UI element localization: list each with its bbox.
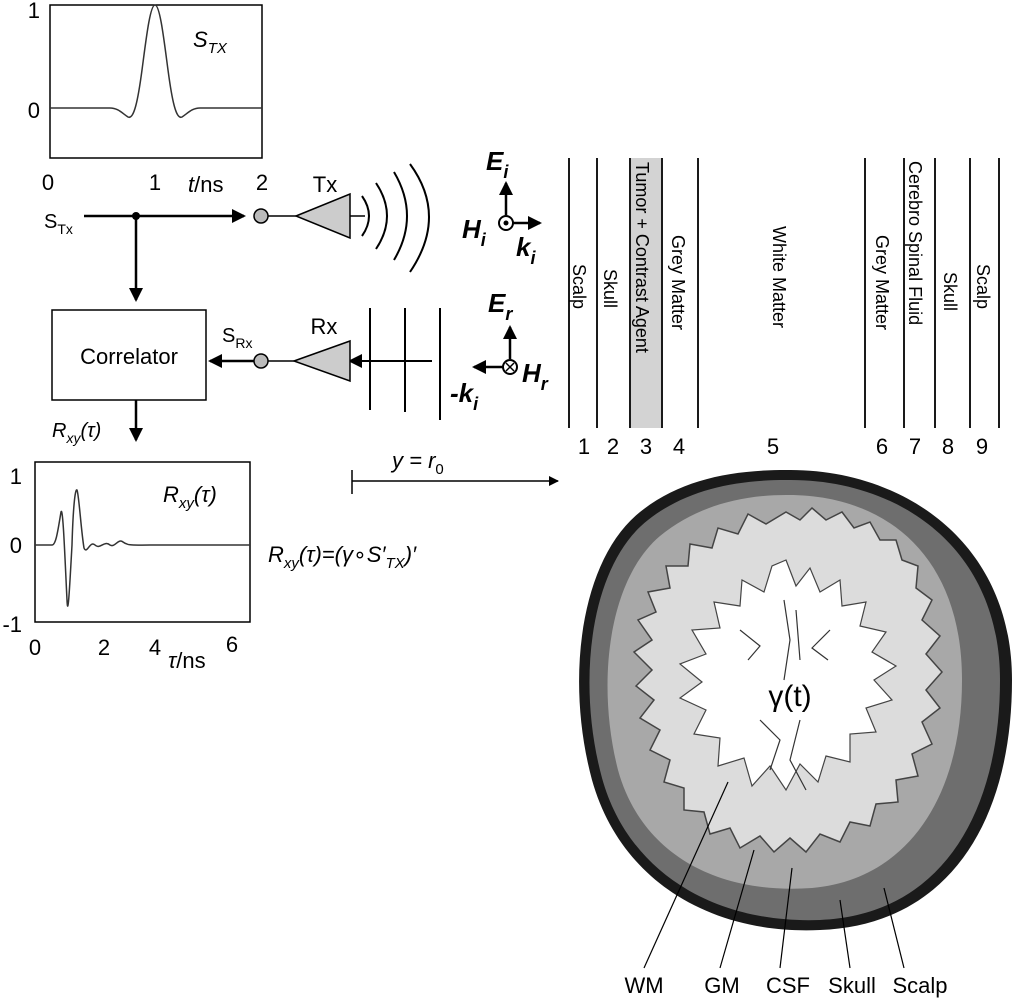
layer-boundaries (568, 158, 1000, 428)
correlator-label: Correlator (80, 344, 178, 369)
layer-number-2: 2 (607, 434, 619, 459)
layer-name-2: Skull (600, 269, 620, 308)
rxy-curve (35, 489, 250, 607)
input-label: STx (44, 211, 73, 237)
tx-label: Tx (313, 172, 337, 197)
callout-gm: GM (704, 973, 739, 998)
output-label: Rxy(τ) (52, 420, 101, 446)
k-inc-label: ki (516, 232, 536, 268)
stx-xtick-0: 0 (42, 170, 54, 195)
rxy-xaxis-label: τ/ns (168, 648, 206, 673)
layer-name-3: Tumor + Contrast Agent (632, 162, 652, 353)
layer-name-5: White Matter (769, 226, 789, 328)
callout-scalp: Scalp (892, 973, 947, 998)
callout-wm: WM (624, 973, 663, 998)
rxy-ytick-1: 1 (10, 464, 22, 489)
brain-cross-section: γ(t) WM GM CSF Skull Scalp (579, 469, 1012, 998)
stx-xaxis-label: t/ns (188, 172, 223, 197)
h-ref-label: Hr (522, 358, 549, 394)
stx-plot-label: STX (193, 27, 228, 57)
layer-number-9: 9 (976, 434, 988, 459)
rxy-ytick-neg1: -1 (2, 612, 22, 637)
srx-label: SRx (222, 325, 252, 351)
layer-number-6: 6 (876, 434, 888, 459)
stx-curve (50, 4, 262, 118)
k-ref-label: -ki (450, 378, 479, 414)
rx-port (253, 353, 269, 369)
stx-ytick-0: 0 (28, 98, 40, 123)
layer-number-4: 4 (673, 434, 685, 459)
layer-name-8: Skull (940, 272, 960, 311)
tumor-layer-fill (631, 158, 661, 428)
h-inc-dot (503, 220, 509, 226)
h-ref-cross (505, 362, 515, 372)
layer-name-6: Grey Matter (872, 235, 892, 330)
rx-amplifier (291, 339, 351, 383)
layer-name-1: Scalp (569, 264, 589, 309)
incident-field: Ei Hi ki (462, 146, 542, 268)
rxy-xtick-6: 6 (226, 632, 238, 657)
correlator-box (51, 309, 207, 401)
h-inc-label: Hi (462, 214, 487, 250)
layer-number-1: 1 (578, 434, 590, 459)
layer-number-8: 8 (942, 434, 954, 459)
stx-xtick-2: 2 (256, 170, 268, 195)
callout-csf: CSF (766, 973, 810, 998)
rxy-ytick-0: 0 (10, 533, 22, 558)
rxy-plot-frame (34, 461, 251, 623)
layer-strip: Scalp Skull Tumor + Contrast Agent Grey … (568, 158, 1000, 459)
rx-label: Rx (311, 314, 338, 339)
correlation-formula: Rxy(τ)=(γ∘S′TX)′ (268, 542, 417, 572)
rxy-xtick-0: 0 (29, 635, 41, 660)
layer-number-5: 5 (767, 434, 779, 459)
stx-ytick-1: 1 (28, 0, 40, 23)
e-inc-label: Ei (486, 146, 509, 182)
stx-plot-frame (49, 4, 263, 159)
rxy-plot-label: Rxy(τ) (163, 482, 217, 512)
callout-lines (643, 781, 905, 969)
stx-xtick-1: 1 (149, 170, 161, 195)
tx-port (253, 208, 269, 224)
layer-number-7: 7 (909, 434, 921, 459)
distance-label: y = r0 (390, 448, 444, 478)
layer-name-7: Cerebro Spinal Fluid (905, 161, 925, 325)
block-diagram: STx Tx Rx SRx Correlator Rxy(τ) (44, 163, 559, 572)
layer-name-4: Grey Matter (668, 235, 688, 330)
stx-plot: 1 0 0 1 2 t/ns STX (28, 0, 268, 197)
gamma-label: γ(t) (768, 680, 811, 713)
e-ref-label: Er (488, 288, 513, 324)
rxy-plot: 1 0 -1 0 2 4 6 τ/ns Rxy(τ) (2, 461, 251, 673)
tx-wavefronts (361, 163, 430, 273)
callout-skull: Skull (828, 973, 876, 998)
rx-wavefronts (369, 308, 441, 420)
white-matter (678, 559, 898, 792)
rxy-xtick-4: 4 (149, 635, 161, 660)
reflected-field: Er Hr -ki (450, 288, 549, 414)
rxy-xtick-2: 2 (98, 635, 110, 660)
layer-name-9: Scalp (973, 264, 993, 309)
gyri-detail (739, 599, 831, 791)
layer-number-3: 3 (640, 434, 652, 459)
tx-amplifier (294, 192, 351, 240)
